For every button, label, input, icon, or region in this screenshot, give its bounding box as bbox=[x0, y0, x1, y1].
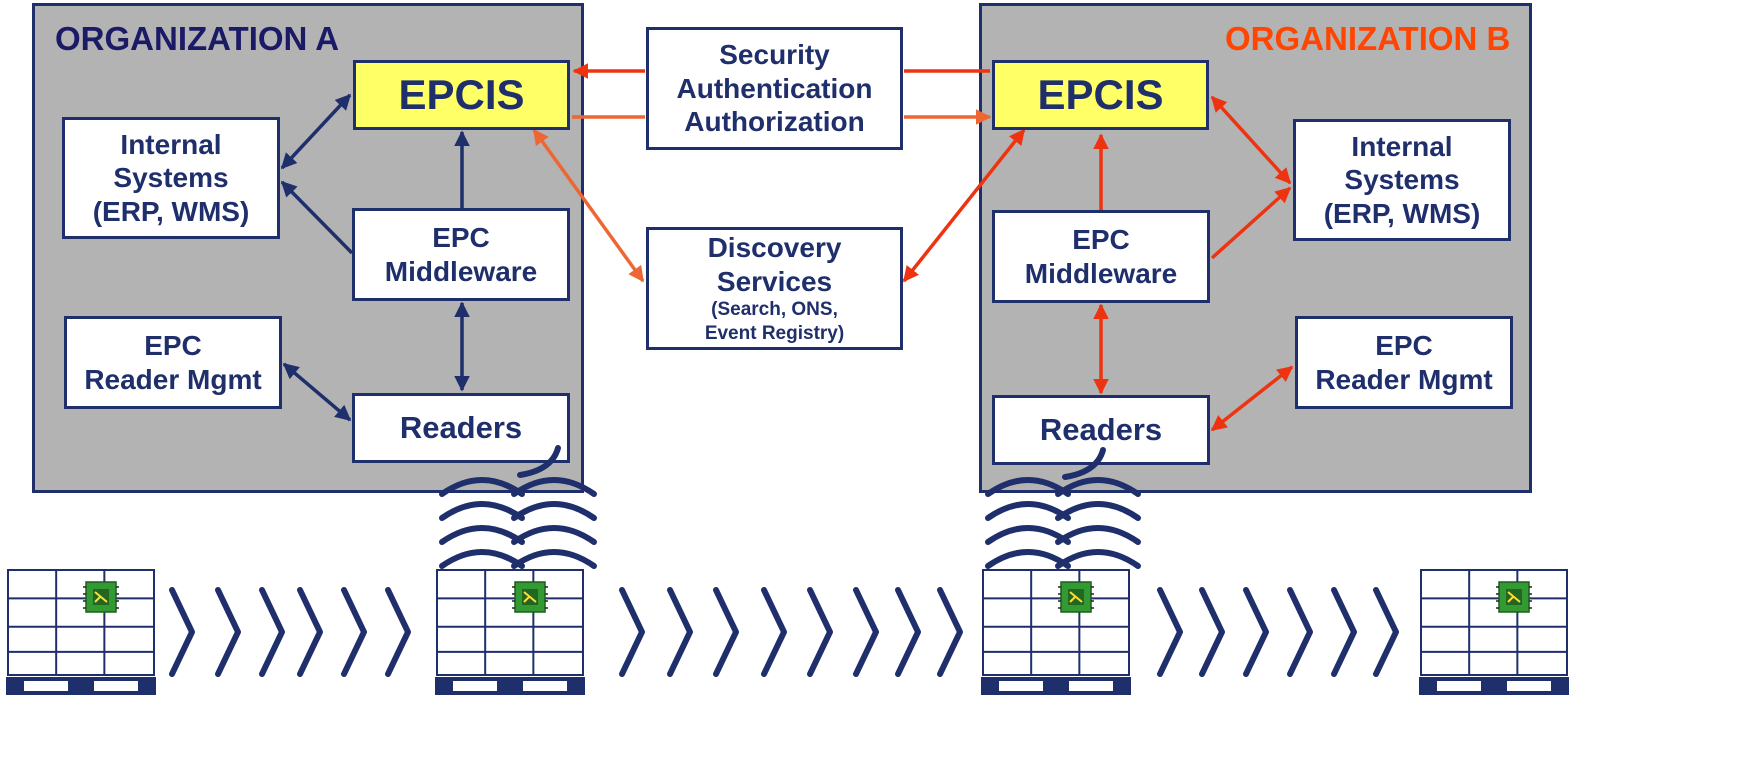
internal-systems-a-line1: Internal bbox=[120, 128, 222, 160]
readers-a-box: Readers bbox=[352, 393, 570, 463]
arrow-a-readermgmt-readers bbox=[282, 362, 352, 422]
epcis-a-label: EPCIS bbox=[398, 70, 525, 118]
readers-a-label: Readers bbox=[399, 410, 523, 446]
discovery-detail-line2: Event Registry) bbox=[704, 323, 845, 345]
discovery-detail-line1: (Search, ONS, bbox=[711, 299, 838, 321]
discovery-line1: Discovery bbox=[707, 232, 842, 264]
arrow-a-epcis-internal bbox=[280, 93, 352, 170]
internal-systems-a-line2: Systems bbox=[113, 162, 229, 194]
epc-middleware-a-box: EPC Middleware bbox=[352, 208, 570, 301]
epcis-b-box: EPCIS bbox=[992, 60, 1209, 130]
epc-reader-mgmt-b-line2: Reader Mgmt bbox=[1315, 363, 1493, 395]
epcis-b-label: EPCIS bbox=[1037, 70, 1164, 118]
readers-b-box: Readers bbox=[992, 395, 1210, 465]
epcis-a-box: EPCIS bbox=[353, 60, 570, 130]
epc-reader-mgmt-a-line2: Reader Mgmt bbox=[84, 363, 262, 395]
internal-systems-a-line3: (ERP, WMS) bbox=[92, 195, 250, 227]
discovery-services-box: Discovery Services (Search, ONS, Event R… bbox=[646, 227, 903, 350]
epc-middleware-b-line2: Middleware bbox=[1024, 257, 1178, 289]
internal-systems-b-line1: Internal bbox=[1351, 130, 1453, 162]
organization-a-title: ORGANIZATION A bbox=[55, 20, 340, 57]
epc-reader-mgmt-b-box: EPC Reader Mgmt bbox=[1295, 316, 1513, 409]
internal-systems-b-box: Internal Systems (ERP, WMS) bbox=[1293, 119, 1511, 241]
discovery-line2: Services bbox=[716, 265, 833, 297]
epc-middleware-b-box: EPC Middleware bbox=[992, 210, 1210, 303]
arrow-discovery-epcis-b bbox=[902, 128, 1026, 283]
epc-middleware-a-line2: Middleware bbox=[384, 255, 538, 287]
epc-reader-mgmt-a-box: EPC Reader Mgmt bbox=[64, 316, 282, 409]
security-line2: Authentication bbox=[676, 72, 873, 104]
security-box: Security Authentication Authorization bbox=[646, 27, 903, 150]
arrow-a-middleware-internal bbox=[280, 180, 354, 255]
epc-middleware-a-line1: EPC bbox=[432, 221, 490, 253]
arrow-b-readers-readermgmt bbox=[1210, 365, 1294, 432]
epc-middleware-b-line1: EPC bbox=[1072, 223, 1130, 255]
readers-b-label: Readers bbox=[1039, 412, 1163, 448]
internal-systems-b-line2: Systems bbox=[1344, 164, 1460, 196]
security-line1: Security bbox=[719, 39, 830, 71]
organization-b-title: ORGANIZATION B bbox=[1225, 20, 1511, 57]
arrow-epcis-a-discovery bbox=[532, 128, 645, 283]
epc-reader-mgmt-b-line1: EPC bbox=[1375, 329, 1433, 361]
epc-reader-mgmt-a-line1: EPC bbox=[144, 329, 202, 361]
arrow-b-epcis-internal bbox=[1210, 95, 1292, 185]
internal-systems-b-line3: (ERP, WMS) bbox=[1323, 197, 1481, 229]
internal-systems-a-box: Internal Systems (ERP, WMS) bbox=[62, 117, 280, 239]
arrow-b-middleware-internal bbox=[1210, 186, 1292, 260]
security-line3: Authorization bbox=[684, 106, 865, 138]
